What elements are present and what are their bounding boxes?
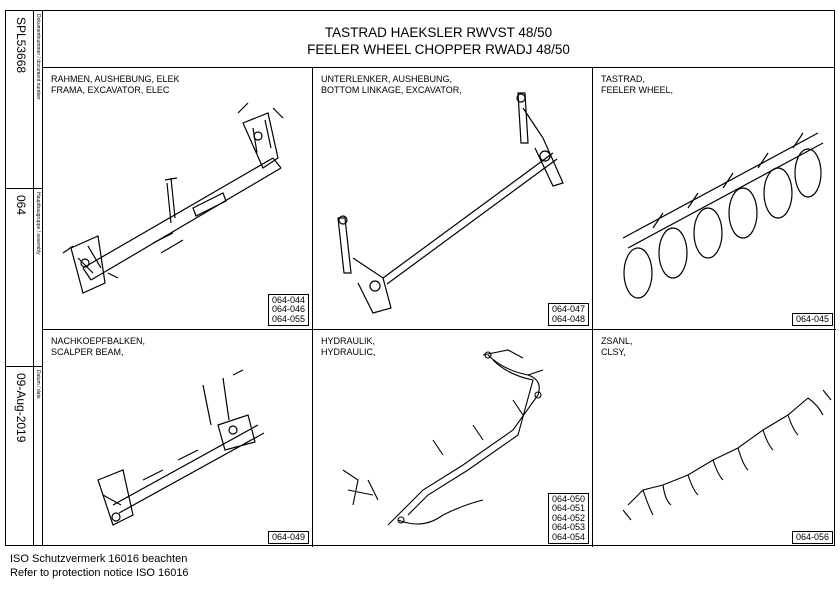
hydraulic-drawing [342,349,544,526]
part-ref-box: 064-045 [791,312,833,326]
panel-title: RAHMEN, AUSHEBUNG, ELEK FRAMA, EXCAVATOR… [51,74,180,96]
side-label-strip [33,11,43,545]
part-ref: 064-045 [795,313,829,324]
panel-grid: RAHMEN, AUSHEBUNG, ELEK FRAMA, EXCAVATOR… [43,68,836,547]
drawing-sheet: SPL53668 Dokumentnummer / document numbe… [5,10,836,547]
panel-title-de: ZSANL, [601,336,633,346]
part-ref: 064-050 [551,493,585,504]
panel-title: NACHKOEPFBALKEN, SCALPER BEAM, [51,336,145,358]
assembly-cell: 064 Hauptbaugruppe / assembly [6,189,43,367]
panel-title-de: NACHKOEPFBALKEN, [51,336,146,346]
part-ref-box: 064-056 [791,530,833,544]
panel-feeler-wheel[interactable]: TASTRAD, FEELER WHEEL, 064-045 [593,68,836,330]
document-date: 09-Aug-2019 [14,373,28,443]
panel-bottom-linkage[interactable]: UNTERLENKER, AUSHEBUNG, BOTTOM LINKAGE, … [313,68,593,330]
panel-title-de: TASTRAD, [601,74,645,84]
panel-title: HYDRAULIK, HYDRAULIC, [321,336,376,358]
part-ref: 064-047 [551,304,585,314]
panel-hydraulic[interactable]: HYDRAULIK, HYDRAULIC, 064-050 064-051 06… [313,330,593,547]
panel-title-en: FEELER WHEEL, [601,85,674,95]
part-ref: 064-044 [271,294,305,305]
linkage-drawing [337,92,564,314]
part-ref-box: 064-050 064-051 064-052 064-053 064-054 [547,492,589,544]
panel-title-de: RAHMEN, AUSHEBUNG, ELEK [51,74,180,84]
panel-title-en: CLSY, [601,347,626,357]
document-number: SPL53668 [14,17,28,74]
scalper-drawing [97,369,265,526]
part-ref: 064-054 [551,531,585,542]
wheels-drawing [622,132,824,299]
panel-title-de: HYDRAULIK, [321,336,376,346]
part-ref: 064-046 [271,304,305,314]
clsy-drawing [622,389,832,521]
panel-title-en: BOTTOM LINKAGE, EXCAVATOR, [321,85,462,95]
panel-scalper-beam[interactable]: NACHKOEPFBALKEN, SCALPER BEAM, 064-049 [43,330,313,547]
panel-title: ZSANL, CLSY, [601,336,633,358]
panel-title-en: HYDRAULIC, [321,347,376,357]
protection-notice-en: Refer to protection notice ISO 16016 [10,567,189,579]
panel-title: TASTRAD, FEELER WHEEL, [601,74,673,96]
document-number-label: Dokumentnummer / document number [35,14,41,100]
part-ref: 064-055 [271,313,305,324]
date-label: Datum / date [35,370,41,399]
protection-notice-de: ISO Schutzvermerk 16016 beachten [10,553,188,565]
part-ref: 064-052 [551,512,585,523]
part-ref: 064-056 [795,531,829,542]
panel-title-en: SCALPER BEAM, [51,347,124,357]
panel-title: UNTERLENKER, AUSHEBUNG, BOTTOM LINKAGE, … [321,74,462,96]
part-ref: 064-048 [551,313,585,324]
doc-number-cell: SPL53668 Dokumentnummer / document numbe… [6,11,43,189]
assembly-number: 064 [14,195,28,216]
panel-title-en: FRAMA, EXCAVATOR, ELEC [51,85,170,95]
side-info-column: SPL53668 Dokumentnummer / document numbe… [6,11,43,545]
part-ref: 064-049 [271,531,305,542]
panel-frame[interactable]: RAHMEN, AUSHEBUNG, ELEK FRAMA, EXCAVATOR… [43,68,313,330]
title-german: TASTRAD HAEKSLER RWVST 48/50 [324,25,553,40]
part-ref-box: 064-044 064-046 064-055 [267,293,309,326]
part-ref: 064-051 [551,503,585,513]
part-ref: 064-053 [551,522,585,532]
sheet-header: TASTRAD HAEKSLER RWVST 48/50 FEELER WHEE… [43,11,834,68]
panel-clsy[interactable]: ZSANL, CLSY, 064-056 [593,330,836,547]
panel-title-de: UNTERLENKER, AUSHEBUNG, [321,74,453,84]
frame-drawing [62,102,284,294]
part-ref-box: 064-049 [267,530,309,544]
part-ref-box: 064-047 064-048 [547,303,589,326]
assembly-label: Hauptbaugruppe / assembly [35,192,41,255]
date-cell: 09-Aug-2019 Datum / date [6,367,43,545]
title-english: FEELER WHEEL CHOPPER RWADJ 48/50 [307,42,570,57]
